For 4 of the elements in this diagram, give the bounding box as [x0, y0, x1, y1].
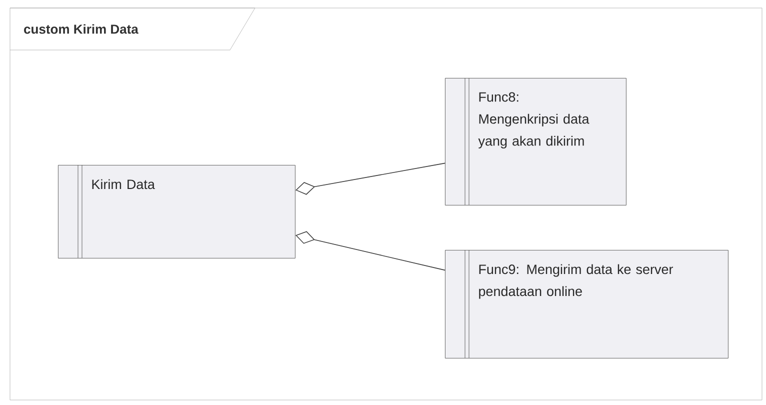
process-box: Func9: Mengirim data ke server pendataan online [445, 250, 728, 358]
frame-tab: custom Kirim Data [10, 8, 256, 50]
process-box: Kirim Data [58, 164, 296, 258]
process-box: Func8: Mengenkripsi data yang akan dikirim [445, 78, 626, 206]
